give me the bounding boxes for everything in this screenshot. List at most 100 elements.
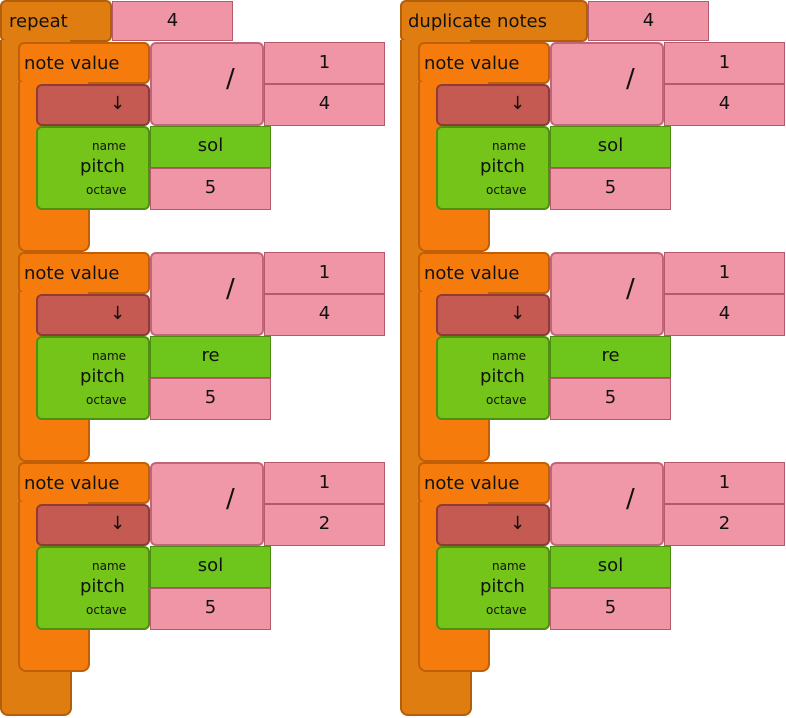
denominator-value: 2	[718, 513, 731, 534]
denominator-input[interactable]	[664, 294, 785, 336]
numerator-input[interactable]	[664, 252, 785, 294]
numerator-value: 1	[318, 472, 331, 493]
denominator-value: 4	[318, 303, 331, 324]
pitch-octave-label: octave	[486, 183, 527, 197]
octave-input[interactable]	[550, 378, 671, 420]
note-value-header[interactable]	[418, 462, 550, 504]
duplicate-notes-block[interactable]	[400, 0, 588, 42]
note-name-input[interactable]	[550, 336, 671, 378]
divide-block[interactable]	[550, 462, 664, 546]
pitch-label: pitch	[480, 156, 525, 177]
numerator-input[interactable]	[264, 42, 385, 84]
note-name-value: sol	[597, 555, 624, 576]
divide-block[interactable]	[550, 252, 664, 336]
octave-value: 5	[204, 177, 217, 198]
numerator-value: 1	[718, 262, 731, 283]
octave-value: 5	[204, 387, 217, 408]
denominator-input[interactable]	[264, 504, 385, 546]
pitch-name-label: name	[92, 139, 127, 153]
numerator-value: 1	[718, 52, 731, 73]
pitch-label: pitch	[80, 366, 125, 387]
denominator-value: 4	[718, 303, 731, 324]
arrow-block[interactable]	[436, 504, 550, 546]
numerator-input[interactable]	[664, 42, 785, 84]
denominator-value: 4	[718, 93, 731, 114]
pitch-octave-label: octave	[486, 603, 527, 617]
divide-block[interactable]	[150, 42, 264, 126]
octave-value: 5	[204, 597, 217, 618]
divide-block[interactable]	[150, 252, 264, 336]
octave-input[interactable]	[150, 168, 271, 210]
note-name-value: sol	[197, 555, 224, 576]
divide-operator: /	[626, 274, 635, 304]
divide-operator: /	[226, 484, 235, 514]
divide-operator: /	[626, 484, 635, 514]
arrow-block[interactable]	[36, 504, 150, 546]
note-value-header[interactable]	[418, 42, 550, 84]
down-arrow-icon: ↓	[110, 513, 126, 534]
arrow-block[interactable]	[436, 294, 550, 336]
denominator-value: 4	[318, 93, 331, 114]
numerator-input[interactable]	[264, 462, 385, 504]
octave-value: 5	[604, 597, 617, 618]
numerator-value: 1	[318, 262, 331, 283]
denominator-input[interactable]	[664, 84, 785, 126]
note-name-value: re	[601, 345, 620, 366]
octave-input[interactable]	[550, 588, 671, 630]
down-arrow-icon: ↓	[510, 513, 526, 534]
arrow-block[interactable]	[36, 84, 150, 126]
numerator-input[interactable]	[264, 252, 385, 294]
note-value-label: note value	[424, 263, 520, 284]
note-name-input[interactable]	[550, 546, 671, 588]
pitch-name-label: name	[492, 139, 527, 153]
note-value-label: note value	[424, 53, 520, 74]
pitch-octave-label: octave	[86, 603, 127, 617]
numerator-input[interactable]	[664, 462, 785, 504]
octave-input[interactable]	[550, 168, 671, 210]
octave-value: 5	[604, 387, 617, 408]
pitch-octave-label: octave	[86, 393, 127, 407]
pitch-block[interactable]	[36, 546, 150, 630]
denominator-input[interactable]	[664, 504, 785, 546]
pitch-name-label: name	[92, 559, 127, 573]
note-value-label: note value	[24, 263, 120, 284]
divide-block[interactable]	[550, 42, 664, 126]
pitch-octave-label: octave	[486, 393, 527, 407]
numerator-value: 1	[318, 52, 331, 73]
note-name-input[interactable]	[150, 336, 271, 378]
down-arrow-icon: ↓	[510, 93, 526, 114]
note-value-label: note value	[24, 473, 120, 494]
repeat-label: repeat	[9, 11, 68, 32]
duplicate-notes-label: duplicate notes	[408, 11, 547, 32]
denominator-input[interactable]	[264, 84, 385, 126]
pitch-block[interactable]	[36, 126, 150, 210]
note-name-input[interactable]	[150, 126, 271, 168]
octave-input[interactable]	[150, 588, 271, 630]
note-name-input[interactable]	[550, 126, 671, 168]
note-value-label: note value	[24, 53, 120, 74]
pitch-block[interactable]	[436, 336, 550, 420]
duplicate-count-input[interactable]	[588, 1, 709, 41]
arrow-block[interactable]	[436, 84, 550, 126]
down-arrow-icon: ↓	[110, 93, 126, 114]
down-arrow-icon: ↓	[510, 303, 526, 324]
denominator-input[interactable]	[264, 294, 385, 336]
pitch-block[interactable]	[36, 336, 150, 420]
note-name-value: sol	[597, 135, 624, 156]
pitch-label: pitch	[480, 366, 525, 387]
note-name-input[interactable]	[150, 546, 271, 588]
note-value-header[interactable]	[18, 462, 150, 504]
note-value-header[interactable]	[18, 252, 150, 294]
divide-operator: /	[226, 274, 235, 304]
note-value-label: note value	[424, 473, 520, 494]
note-name-value: sol	[197, 135, 224, 156]
pitch-block[interactable]	[436, 546, 550, 630]
duplicate-notes-stack[interactable]: duplicate notes 4 note value / 1 4 ↓ nam…	[400, 0, 786, 718]
repeat-count-input[interactable]	[112, 1, 233, 41]
arrow-block[interactable]	[36, 294, 150, 336]
octave-input[interactable]	[150, 378, 271, 420]
repeat-stack[interactable]: repeat 4 note value / 1 4 ↓ name pitch o…	[0, 0, 386, 718]
pitch-block[interactable]	[436, 126, 550, 210]
divide-block[interactable]	[150, 462, 264, 546]
repeat-count-value: 4	[166, 10, 179, 31]
